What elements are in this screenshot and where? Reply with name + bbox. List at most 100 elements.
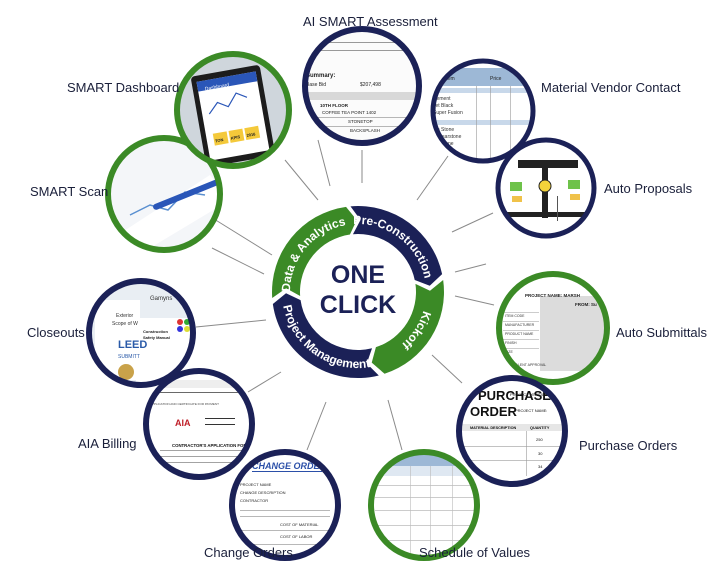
cycle-segment-data-analytics: [272, 206, 357, 298]
node-change-orders[interactable]: CHANGE ORDER PROJECT NAME CHANGE DESCRIP…: [229, 449, 341, 561]
svg-text:FROM: Su: FROM: Su: [575, 302, 597, 307]
svg-text:PRODUCT NAME: PRODUCT NAME: [505, 332, 534, 336]
spoke-dashboard: [284, 159, 319, 201]
svg-text:Summary:: Summary:: [306, 73, 335, 79]
label-smart-dashboard: SMART Dashboard: [67, 80, 180, 95]
node-material-vendor-contact[interactable]: Item Price Cement Jet Black Super Fusion…: [430, 58, 540, 168]
svg-text:CONTRACTOR: CONTRACTOR: [240, 498, 268, 503]
spoke-aia: [247, 371, 282, 393]
node-schedule-of-values[interactable]: [368, 449, 480, 561]
spoke-proposals: [451, 212, 494, 233]
spoke-vendor: [416, 155, 449, 201]
label-schedule-of-values: Schedule of Values: [419, 545, 531, 560]
process-cycle: Pre-Construction Kickoff Project Managem…: [272, 206, 444, 379]
label-purchase-orders: Purchase Orders: [579, 438, 678, 453]
svg-text:Gamyns: Gamyns: [150, 296, 172, 302]
svg-text:250: 250: [536, 437, 543, 442]
cycle-segment-project-management: [272, 293, 379, 379]
svg-text:MATERIAL DESCRIPTION: MATERIAL DESCRIPTION: [470, 426, 517, 430]
label-change-orders: Change Orders: [204, 545, 293, 560]
hub-title-line2: CLICK: [320, 291, 396, 319]
svg-text:34: 34: [538, 464, 543, 469]
node-ring: [495, 137, 597, 239]
spoke-submittals: [454, 295, 495, 306]
svg-text:CHANGE DESCRIPTION: CHANGE DESCRIPTION: [240, 490, 286, 495]
spoke-scan-a: [213, 218, 273, 256]
cycle-segment-pre-construction: [350, 206, 443, 286]
svg-text:ITEM CODE: ITEM CODE: [505, 314, 525, 318]
node-ring: [302, 26, 422, 146]
svg-text:Item: Item: [445, 76, 455, 82]
svg-text:Safety Manual: Safety Manual: [143, 335, 170, 340]
svg-text:QUANTITY: QUANTITY: [530, 426, 550, 430]
svg-text:Construction: Construction: [143, 329, 168, 334]
node-ring: [456, 375, 568, 487]
svg-text:Price: Price: [490, 76, 502, 82]
svg-text:APPLICATION AND CERTIFICATE FO: APPLICATION AND CERTIFICATE FOR PAYMENT: [150, 402, 219, 406]
node-closeouts[interactable]: Exterior Scope of W Gamyns LEED SUBMITT …: [86, 278, 198, 390]
label-auto-submittals: Auto Submittals: [616, 325, 708, 340]
node-auto-proposals[interactable]: [495, 137, 597, 239]
svg-text:PROJECT NAME:: PROJECT NAME:: [515, 408, 547, 413]
spoke-scan-b: [211, 247, 265, 275]
label-closeouts: Closeouts: [27, 325, 85, 340]
svg-text:SUBMITT: SUBMITT: [118, 354, 140, 360]
label-auto-proposals: Auto Proposals: [604, 181, 693, 196]
svg-text:$207,498: $207,498: [360, 82, 381, 88]
svg-text:STONETOP: STONETOP: [348, 119, 373, 124]
svg-text:Exterior: Exterior: [116, 313, 134, 319]
node-ai-smart-assessment[interactable]: Summary: Base Bid $207,498 10TH FLOOR CO…: [300, 25, 425, 150]
node-ring: [86, 278, 196, 388]
node-ring: [430, 58, 536, 164]
label-material-vendor-contact: Material Vendor Contact: [541, 80, 681, 95]
svg-text:FINISH: FINISH: [505, 341, 517, 345]
svg-text:CHANGE ORDER: CHANGE ORDER: [252, 461, 327, 471]
svg-text:Caesarstone: Caesarstone: [433, 134, 462, 140]
svg-text:COST OF LABOR: COST OF LABOR: [280, 534, 312, 539]
svg-text:MANUFACTURER: MANUFACTURER: [505, 323, 535, 327]
svg-text:30: 30: [538, 451, 543, 456]
svg-text:Scope of W: Scope of W: [112, 321, 138, 327]
label-aia-billing: AIA Billing: [78, 436, 137, 451]
svg-text:PROJECT VERSION 2: PROJECT VERSION 2: [510, 392, 552, 397]
node-aia-billing[interactable]: AIA APPLICATION AND CERTIFICATE FOR PAYM…: [143, 368, 255, 480]
svg-text:10TH FLOOR: 10TH FLOOR: [320, 103, 349, 108]
svg-text:CONTRACTOR'S APPLICATION FOR P: CONTRACTOR'S APPLICATION FOR PA: [172, 443, 253, 448]
svg-text:2016: 2016: [246, 131, 256, 138]
node-ring: [496, 271, 610, 385]
node-ring: [174, 51, 292, 169]
svg-text:BACKSPLASH: BACKSPLASH: [350, 128, 380, 133]
node-ring: [229, 449, 341, 561]
svg-text:EQUIVALENT APPROVAL: EQUIVALENT APPROVAL: [505, 363, 546, 367]
svg-text:Jet Black: Jet Black: [433, 103, 454, 109]
hub-title-line1: ONE: [331, 261, 385, 289]
svg-text:SIZE: SIZE: [505, 350, 513, 354]
label-smart-scan: SMART Scan: [30, 184, 109, 199]
spoke-sov: [387, 399, 403, 451]
svg-text:PROJECT NAME: MARSH: PROJECT NAME: MARSH: [525, 293, 580, 298]
svg-text:COST OF MATERIAL: COST OF MATERIAL: [280, 522, 319, 527]
svg-text:PURCHASE: PURCHASE: [478, 388, 551, 403]
node-auto-submittals[interactable]: PROJECT NAME: MARSH FROM: Su ITEM CODE M…: [496, 271, 610, 385]
node-ring: [105, 135, 223, 253]
svg-text:Dashboard: Dashboard: [204, 82, 229, 92]
svg-text:ORDER: ORDER: [470, 404, 518, 419]
svg-text:TON: TON: [215, 137, 224, 143]
svg-text:LEED: LEED: [118, 339, 147, 351]
spoke-proposals-b: [454, 263, 487, 273]
svg-text:Cement: Cement: [433, 96, 451, 102]
svg-text:Base Bid: Base Bid: [306, 82, 326, 88]
svg-text:Super Fusion: Super Fusion: [433, 110, 463, 116]
spoke-change: [306, 401, 327, 451]
node-purchase-orders[interactable]: PURCHASE ORDER PROJECT VERSION 2 PROJECT…: [456, 375, 568, 487]
spoke-po: [431, 354, 463, 384]
node-ring: [368, 449, 480, 561]
node-smart-dashboard[interactable]: Dashboard TON KPIS 2016: [174, 51, 295, 172]
svg-text:COFFEE TEA POINT 1402: COFFEE TEA POINT 1402: [322, 110, 377, 115]
svg-text:PROJECT NAME: PROJECT NAME: [240, 482, 272, 487]
spoke-top-left: [317, 139, 331, 187]
svg-text:KPIS: KPIS: [230, 134, 240, 141]
cycle-segment-kickoff: [371, 280, 444, 374]
